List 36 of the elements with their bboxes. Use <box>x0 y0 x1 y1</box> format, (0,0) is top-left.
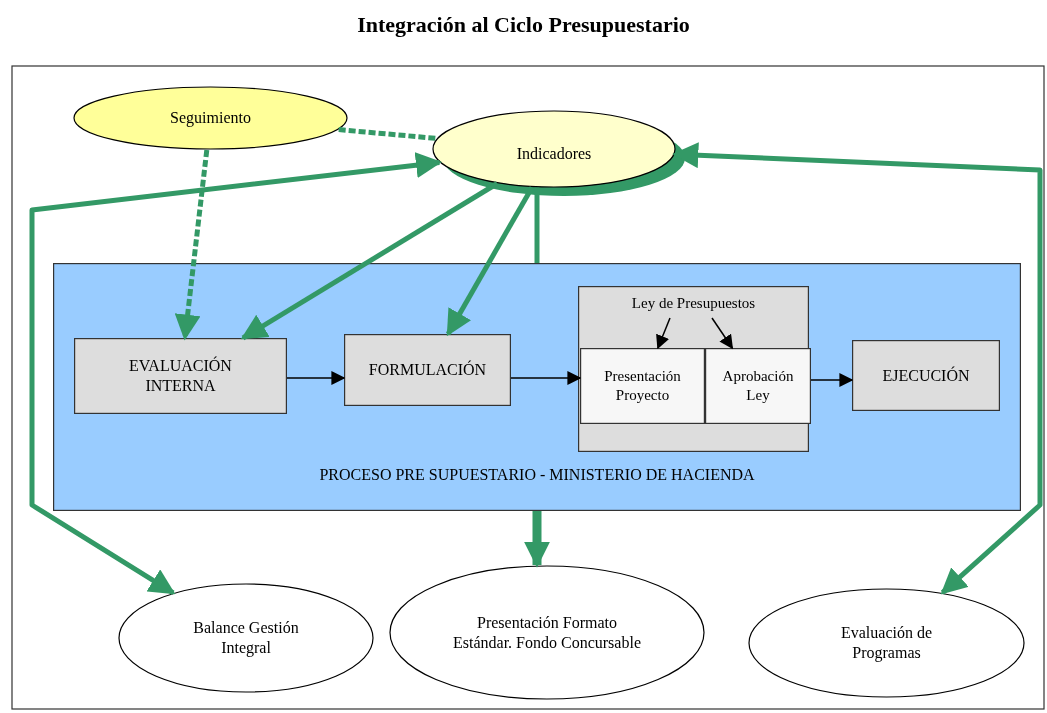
ellipse-node <box>432 110 686 198</box>
process-box <box>580 348 705 424</box>
arrow <box>29 152 442 595</box>
ellipse-node <box>118 583 374 693</box>
node-label: EJECUCIÓN <box>881 365 971 386</box>
process-box <box>74 338 287 414</box>
arrow <box>711 317 734 350</box>
node-label: FORMULACIÓN <box>367 360 488 380</box>
arrow <box>810 373 854 387</box>
arrow <box>240 181 499 341</box>
node-label: Ley de Presupuestos <box>630 294 757 313</box>
node-label: Seguimiento <box>169 108 252 128</box>
arrow <box>510 371 582 385</box>
arrow <box>286 371 346 385</box>
node-label: Indicadores <box>515 144 593 164</box>
node-label: Presentación Formato Estándar. Fondo Concursable <box>452 612 642 653</box>
node-label: Evaluación de Programas <box>839 623 934 663</box>
node-label: Balance Gestión Integral <box>192 618 300 658</box>
ellipse-node <box>748 588 1025 698</box>
arrow <box>445 186 535 337</box>
arrow <box>174 149 210 341</box>
ellipse-node <box>389 565 705 700</box>
process-box <box>344 334 511 406</box>
node-label: PROCESO PRE SUPUESTARIO - MINISTERIO DE HACIENDA <box>318 465 756 485</box>
process-box <box>578 286 809 452</box>
process-band <box>53 263 1021 511</box>
process-box <box>852 340 1000 411</box>
node-label: Presentación Proyecto <box>603 367 682 405</box>
arrow <box>524 511 550 568</box>
arrow <box>672 142 1043 595</box>
diagram-title: Integración al Ciclo Presupuestario <box>356 12 691 38</box>
arrow <box>656 317 671 350</box>
node-label: Aprobación Ley <box>721 367 795 405</box>
ellipse-node <box>73 86 348 150</box>
process-box <box>705 348 811 424</box>
node-label: EVALUACIÓN INTERNA <box>128 356 233 396</box>
